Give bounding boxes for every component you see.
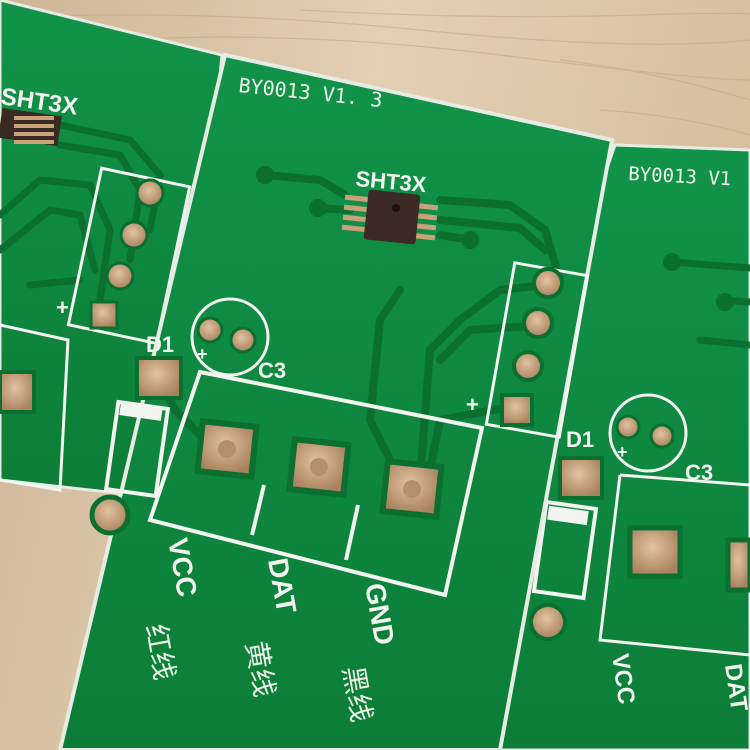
right-board-version: BY0013 V1 <box>628 163 732 190</box>
right-board-via <box>663 253 681 271</box>
center-d1-label: D1 <box>146 332 174 357</box>
right-connector-pad-2 <box>725 537 750 593</box>
right-d1-pad <box>558 456 604 500</box>
center-cap-pad-2 <box>229 326 257 354</box>
wood-grain <box>0 9 750 136</box>
right-diode-band <box>547 505 589 526</box>
left-header-outline <box>66 166 192 346</box>
right-mount-hole <box>529 603 567 641</box>
sht3x-sensor-chip <box>341 189 439 245</box>
center-chip-label: SHT3X <box>355 166 428 197</box>
left-header-pads <box>89 178 165 330</box>
right-cap-outline <box>608 393 688 473</box>
center-terminal-holes <box>218 440 421 498</box>
right-connector-outline <box>598 473 750 657</box>
left-connector-pad <box>0 370 36 414</box>
right-board-via-2 <box>716 293 734 311</box>
center-terminal-dividers <box>250 484 360 561</box>
center-header-pads <box>500 267 564 427</box>
center-mount-hole <box>89 494 131 536</box>
center-header-plus: + <box>466 392 479 417</box>
center-board: BY0013 V1. 3 <box>57 52 615 750</box>
left-plus-sign: + <box>56 295 69 320</box>
left-connector-outline <box>0 323 70 492</box>
right-connector-pad-1 <box>627 525 683 579</box>
center-cap-outline <box>190 297 270 377</box>
center-cap-pad-1 <box>196 316 224 344</box>
center-vias <box>256 166 479 249</box>
right-cap-plus: + <box>617 442 628 462</box>
right-diode-outline <box>531 499 599 601</box>
center-terminal-outline <box>147 369 485 598</box>
right-cap-pad-2 <box>649 423 675 449</box>
right-cap-pad-1 <box>615 414 641 440</box>
center-d1-pad <box>135 356 183 400</box>
center-diode-band <box>119 401 163 421</box>
right-d1-label: D1 <box>566 427 594 452</box>
left-chip-pins <box>14 116 54 144</box>
center-c3-label: C3 <box>258 358 286 383</box>
right-board: BY0013 V1 + D1 C3 VCC DAT <box>468 143 750 750</box>
center-cap-plus: + <box>197 344 208 364</box>
